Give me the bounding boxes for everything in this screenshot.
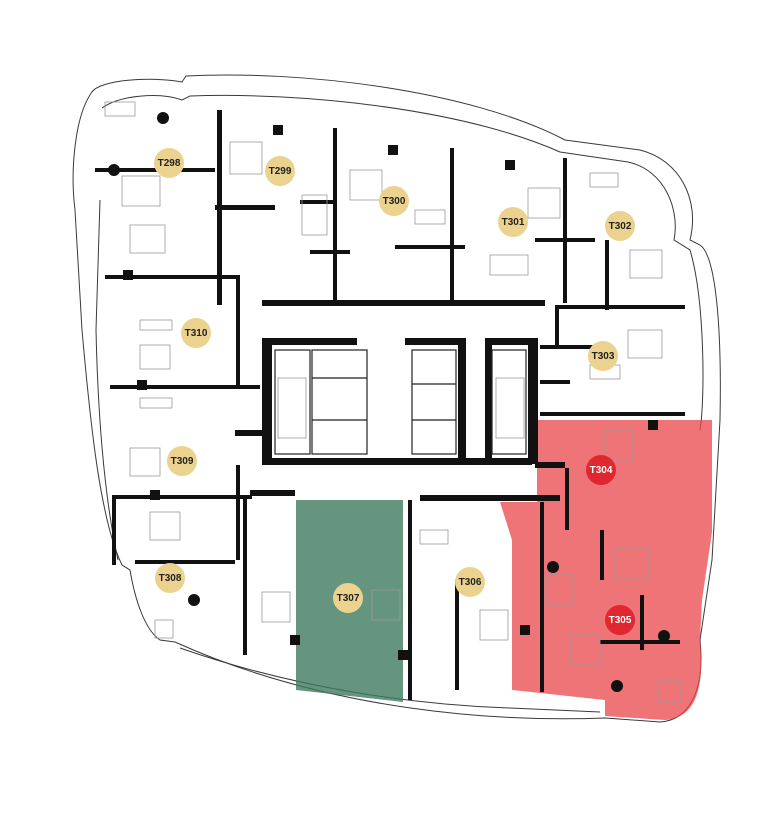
unit-area-t305[interactable]	[500, 502, 712, 720]
unit-badge-circle	[605, 605, 635, 635]
unit-label: T308	[159, 573, 182, 584]
unit-badge-t305[interactable]: T305	[605, 605, 635, 635]
unit-badge-t303[interactable]: T303	[588, 341, 618, 371]
corridor-walls	[235, 300, 565, 501]
unit-label: T301	[502, 217, 525, 228]
unit-badge-t304[interactable]: T304	[586, 455, 616, 485]
unit-label: T307	[337, 593, 360, 604]
unit-badge-circle	[588, 341, 618, 371]
unit-badge-circle	[498, 207, 528, 237]
unit-label: T306	[459, 577, 482, 588]
unit-badge-circle	[155, 563, 185, 593]
inner-outline	[101, 94, 704, 431]
unit-badge-circle	[154, 148, 184, 178]
unit-badge-t306[interactable]: T306	[455, 567, 485, 597]
unit-label: T302	[609, 221, 632, 232]
unit-label: T305	[609, 615, 632, 626]
unit-badge-t307[interactable]: T307	[333, 583, 363, 613]
unit-badge-t302[interactable]: T302	[605, 211, 635, 241]
unit-badge-t310[interactable]: T310	[181, 318, 211, 348]
building-core	[262, 338, 538, 465]
unit-badge-circle	[379, 186, 409, 216]
unit-badge-t308[interactable]: T308	[155, 563, 185, 593]
unit-badge-t300[interactable]: T300	[379, 186, 409, 216]
unit-label: T299	[269, 166, 292, 177]
unit-badge-circle	[167, 446, 197, 476]
unit-label: T303	[592, 351, 615, 362]
unit-badge-circle	[455, 567, 485, 597]
unit-badge-t299[interactable]: T299	[265, 156, 295, 186]
unit-label: T300	[383, 196, 406, 207]
unit-walls	[95, 110, 685, 700]
unit-area-t304[interactable]	[537, 420, 712, 532]
unit-badge-circle	[265, 156, 295, 186]
unit-badge-circle	[605, 211, 635, 241]
unit-badge-circle	[333, 583, 363, 613]
unit-label: T298	[158, 158, 181, 169]
unit-label: T310	[185, 328, 208, 339]
unit-badge-t309[interactable]: T309	[167, 446, 197, 476]
unit-badge-circle	[181, 318, 211, 348]
unit-badge-t301[interactable]: T301	[498, 207, 528, 237]
unit-badge-circle	[586, 455, 616, 485]
columns	[108, 112, 670, 692]
unit-label: T309	[171, 456, 194, 467]
unit-label: T304	[590, 465, 613, 476]
unit-badge-t298[interactable]: T298	[154, 148, 184, 178]
furniture	[104, 101, 681, 703]
